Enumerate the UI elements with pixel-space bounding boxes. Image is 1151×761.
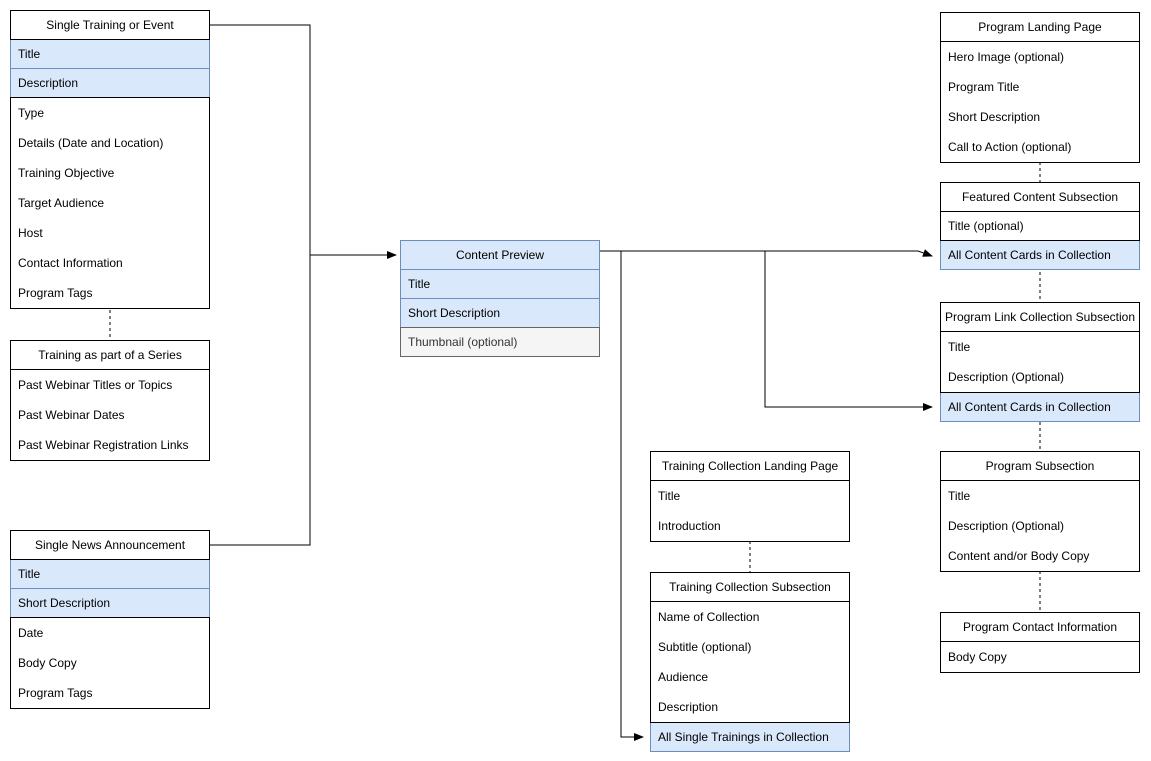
box-title-program-subsection: Program Subsection: [940, 451, 1140, 481]
field-description: Description: [658, 700, 719, 714]
field-program-tags: Program Tags: [18, 686, 93, 700]
box-title-program-contact-information: Program Contact Information: [940, 612, 1140, 642]
field-call-to-action-optional: Call to Action (optional): [948, 140, 1072, 154]
field-details-date-and-location: Details (Date and Location): [18, 136, 164, 150]
field-past-webinar-dates: Past Webinar Dates: [18, 408, 125, 422]
field-audience: Audience: [658, 670, 709, 684]
field-past-webinar-titles-or-topics: Past Webinar Titles or Topics: [18, 378, 173, 392]
box-title-content-preview: Content Preview: [400, 240, 600, 270]
field-all-single-trainings-in-collection: All Single Trainings in Collection: [650, 722, 850, 752]
field-type: Type: [18, 106, 45, 120]
field-content-and-or-body-copy: Content and/or Body Copy: [948, 549, 1090, 563]
field-title-optional: Title (optional): [940, 211, 1140, 241]
field-subtitle-optional: Subtitle (optional): [658, 640, 752, 654]
box-title-program-landing-page: Program Landing Page: [940, 12, 1140, 42]
field-title: Title: [10, 39, 210, 69]
field-title: Title: [658, 489, 681, 503]
field-group: Body Copy: [940, 641, 1140, 673]
field-program-title: Program Title: [948, 80, 1020, 94]
box-title-training-collection-subsection: Training Collection Subsection: [650, 572, 850, 602]
field-host: Host: [18, 226, 43, 240]
field-name-of-collection: Name of Collection: [658, 610, 760, 624]
field-all-content-cards-in-collection: All Content Cards in Collection: [940, 240, 1140, 270]
field-body-copy: Body Copy: [948, 650, 1007, 664]
field-target-audience: Target Audience: [18, 196, 105, 210]
box-title-single-training-or-event: Single Training or Event: [10, 10, 210, 40]
field-description-optional: Description (Optional): [948, 519, 1065, 533]
field-short-description: Short Description: [400, 298, 600, 328]
field-training-objective: Training Objective: [18, 166, 115, 180]
connector-trunk-training-and-news: [210, 24, 311, 546]
field-body-copy: Body Copy: [18, 656, 77, 670]
field-introduction: Introduction: [658, 519, 721, 533]
field-past-webinar-registration-links: Past Webinar Registration Links: [18, 438, 189, 452]
field-title: Title: [948, 489, 971, 503]
field-short-description: Short Description: [948, 110, 1041, 124]
field-thumbnail-optional: Thumbnail (optional): [400, 327, 600, 357]
field-description-optional: Description (Optional): [948, 370, 1065, 384]
connector-preview-to-single-trainings-in-collection: [620, 251, 644, 741]
field-contact-information: Contact Information: [18, 256, 123, 270]
box-title-single-news-announcement: Single News Announcement: [10, 530, 210, 560]
field-title: Title: [10, 559, 210, 589]
field-short-description: Short Description: [10, 588, 210, 618]
box-title-training-as-part-of-a-series: Training as part of a Series: [10, 340, 210, 370]
field-program-tags: Program Tags: [18, 286, 93, 300]
box-title-featured-content-subsection: Featured Content Subsection: [940, 182, 1140, 212]
field-date: Date: [18, 626, 44, 640]
field-hero-image-optional: Hero Image (optional): [948, 50, 1065, 64]
field-all-content-cards-in-collection: All Content Cards in Collection: [940, 392, 1140, 422]
connector-preview-to-link-collection-cards: [764, 251, 933, 411]
box-title-program-link-collection-subsection: Program Link Collection Subsection: [940, 302, 1140, 332]
box-title-training-collection-landing-page: Training Collection Landing Page: [650, 451, 850, 481]
field-title: Title: [948, 340, 971, 354]
field-description: Description: [10, 68, 210, 98]
connector-preview-to-featured-content-cards: [600, 249, 933, 257]
field-title: Title: [400, 269, 600, 299]
